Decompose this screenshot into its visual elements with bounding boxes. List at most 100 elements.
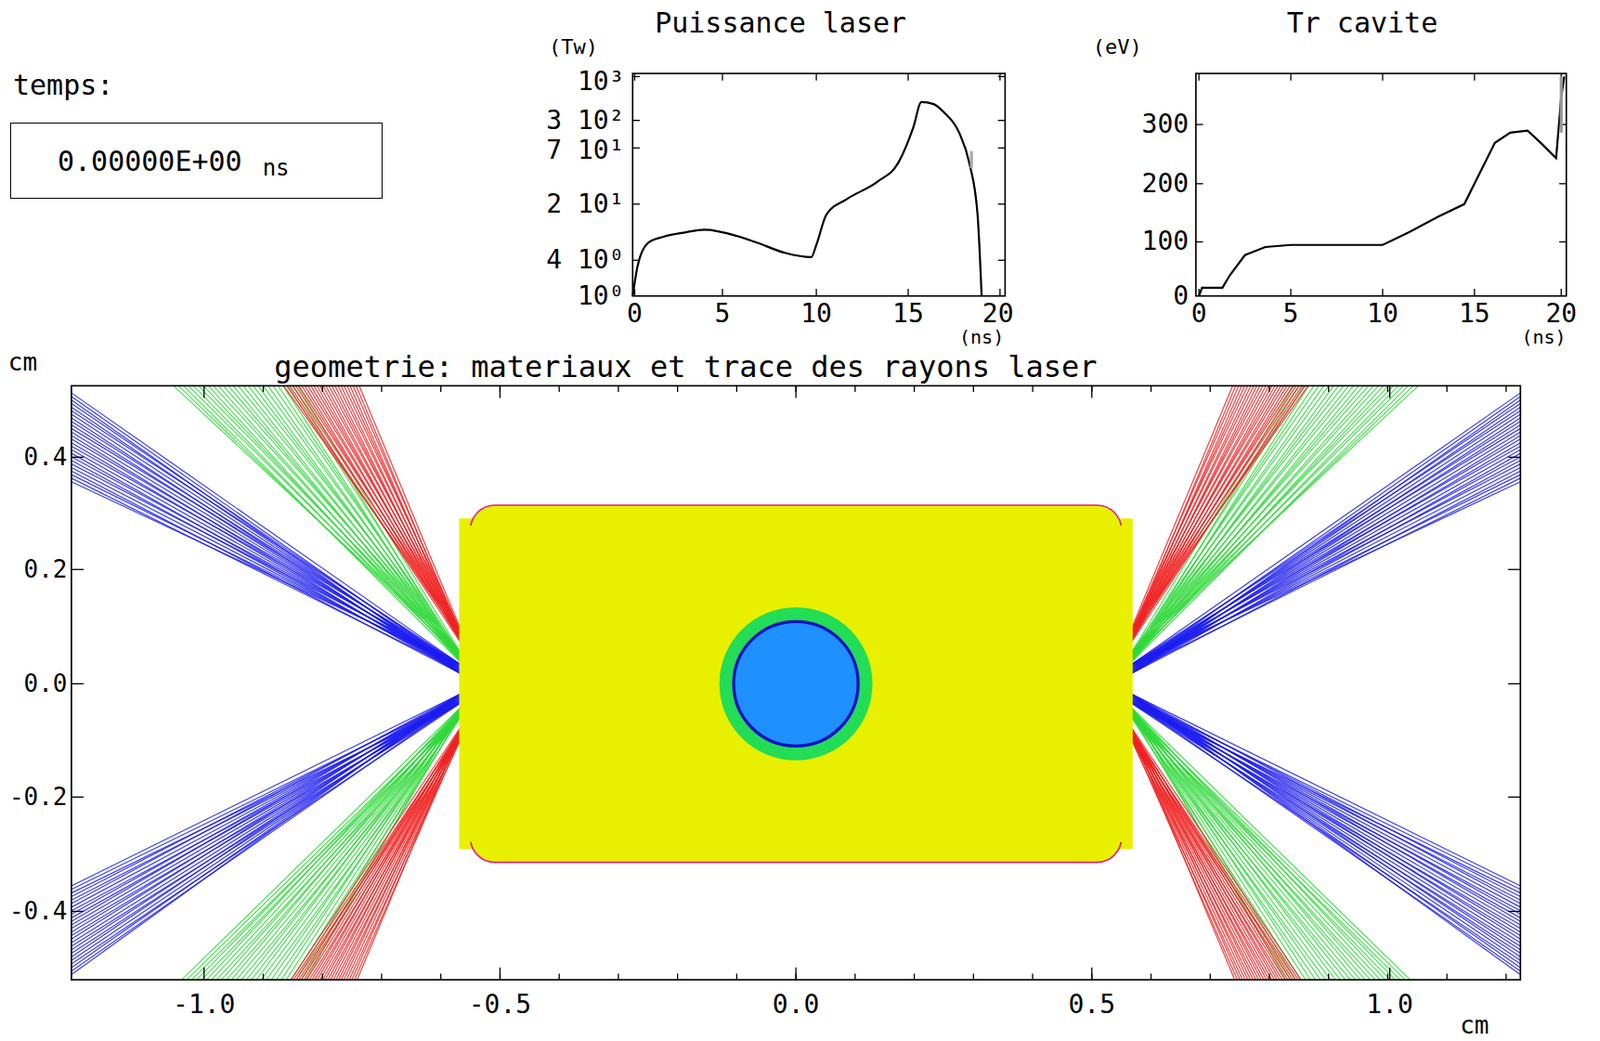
tick-mark [71,683,84,685]
tick-mark [907,73,909,81]
tick-mark [1209,385,1211,392]
tick-label: 10⁰ [577,281,625,311]
laser-ray [1126,385,1242,650]
tick-mark [1289,288,1291,297]
laser-ray [71,700,462,972]
tick-mark [1381,73,1383,81]
tick-mark [1446,385,1448,392]
laser-ray [283,385,462,663]
tick-mark [854,973,856,980]
laser-ray [356,385,467,648]
tick-mark [71,569,84,571]
tick-mark [1091,967,1093,980]
tick-mark [998,147,1006,149]
axis-unit: (eV) [1092,35,1143,58]
tick-mark [794,967,796,980]
laser-ray [1126,719,1288,980]
axis-unit: (ns) [959,326,1004,348]
tick-mark [1327,973,1329,980]
laser-ray [303,719,466,980]
laser-ray [1126,385,1257,650]
laser-ray [71,406,462,672]
tick-mark [559,973,560,980]
tick-label: 0 [626,299,643,329]
tick-label: -1.0 [172,990,235,1020]
tick-mark [1196,182,1204,184]
tick-mark [1389,385,1391,398]
tick-label: 20 [1545,299,1577,329]
tick-mark [617,385,619,392]
laser-ray [1126,385,1233,640]
tick-mark [676,385,678,392]
tick-mark [1209,973,1211,980]
laser-ray [1126,719,1262,980]
laser-ray [289,385,466,650]
tick-mark [676,973,678,980]
tick-mark [632,76,640,78]
tick-mark [1505,385,1507,392]
tick-mark [721,73,723,81]
laser-ray [243,385,462,661]
laser-ray [71,425,462,673]
tick-mark [998,203,1006,205]
laser-ray [1131,385,1360,663]
laser-ray [359,385,466,640]
laser-ray [290,719,466,980]
tick-mark [632,203,640,205]
tick-mark [1508,569,1521,571]
laser-ray [1126,719,1301,980]
tick-mark [262,385,264,392]
laser-ray [1126,719,1275,980]
laser-ray [1131,425,1522,673]
tick-marks [71,73,1567,980]
tick-mark [1327,385,1329,392]
tick-label: 7 10¹ [546,135,625,165]
laser-ray [350,385,466,650]
laser-ray [1131,706,1386,980]
tick-label: 0.0 [24,670,68,698]
tick-mark [1150,973,1152,980]
laser-ray [262,385,461,656]
tick-mark [1508,683,1521,685]
laser-ray [71,702,462,965]
laser-ray [330,719,466,980]
tick-mark [499,967,501,980]
tick-label: 100 [1142,227,1190,257]
laser-ray [304,385,466,650]
laser-ray [1131,385,1325,661]
hohlraum [458,505,1132,863]
tick-label: 3 10² [546,105,625,135]
tick-mark [440,385,442,392]
laser-ray [1131,385,1335,663]
tick-mark [203,967,205,980]
tick-label: 200 [1142,169,1190,198]
tick-mark [1031,385,1033,392]
chart-title: Tr cavite [1287,7,1439,39]
tick-label: 15 [892,299,924,329]
tick-mark [1387,385,1389,392]
laser-ray [1131,698,1522,890]
laser-ray [268,385,462,661]
tick-mark [854,385,856,392]
laser-ray [293,385,462,661]
laser-ray [1131,385,1340,658]
tick-mark [973,973,975,980]
tick-mark [913,385,915,392]
laser-ray [1131,385,1314,658]
tick-mark [999,288,1001,297]
axis-unit: (ns) [1521,326,1566,348]
tick-mark [1473,288,1475,297]
tick-label: 0.0 [772,990,820,1020]
tick-mark [1559,182,1567,184]
tick-mark [1150,385,1152,392]
marker [1560,76,1563,132]
tick-mark [1559,241,1567,243]
tick-mark [499,385,501,398]
laser-ray [1131,385,1310,663]
laser-ray [1131,456,1522,668]
marker [969,151,973,170]
tick-label: 0 [1172,281,1189,311]
laser-ray [71,453,462,675]
tick-label: -0.5 [468,990,532,1020]
tick-mark [322,973,324,980]
